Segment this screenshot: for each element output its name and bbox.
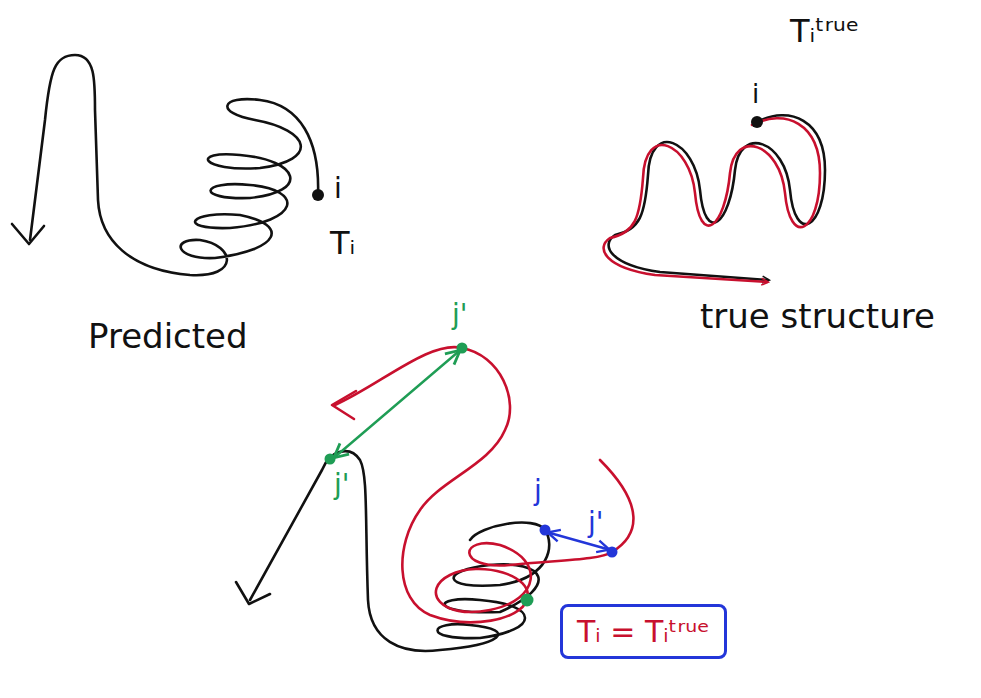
frame-label: Tᵢᵗʳᵘᵉ [790, 14, 859, 49]
residue-label: j' [452, 300, 467, 331]
true-chain-curve [604, 118, 820, 282]
residue-dot [312, 189, 324, 201]
true-chain-curve [335, 347, 633, 622]
structure-label: true structure [700, 298, 935, 335]
residue-label: j' [334, 470, 349, 501]
anchor-dot [521, 594, 534, 607]
residue-dot [607, 547, 618, 558]
residue-dot [457, 343, 468, 354]
overlay-chains [604, 115, 825, 282]
residue-label: i [334, 174, 342, 205]
structure-label: Predicted [88, 318, 248, 355]
chain-arrowhead [332, 391, 356, 419]
equation-box: Tᵢ = Tᵢᵗʳᵘᵉ [560, 604, 727, 659]
distance-arrow [336, 352, 458, 456]
residue-dot [540, 525, 551, 536]
chain-arrowhead [12, 224, 44, 244]
equation-text: Tᵢ = Tᵢᵗʳᵘᵉ [577, 615, 710, 648]
residue-label: i [752, 80, 759, 109]
residue-label: j' [588, 508, 603, 539]
predicted-chain-curve [250, 451, 549, 651]
predicted-chain [12, 55, 318, 275]
frame-label: Tᵢ [330, 226, 355, 261]
residue-dot [325, 454, 336, 465]
residue-dot [751, 116, 763, 128]
chain-curve [30, 55, 318, 275]
residue-label: j [534, 476, 542, 507]
chain-arrowhead [236, 582, 270, 604]
